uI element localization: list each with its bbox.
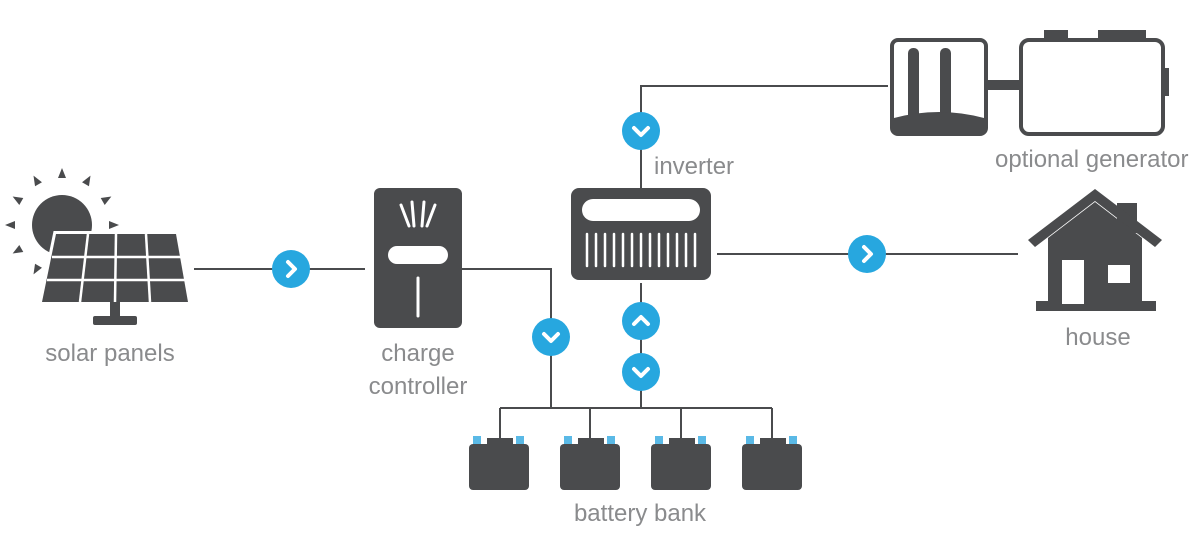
arrow-up-icon bbox=[622, 302, 660, 340]
house-icon bbox=[1028, 189, 1162, 311]
solar-panel-icon bbox=[38, 231, 192, 325]
charge-controller-icon bbox=[374, 188, 462, 328]
arrow-right-icon bbox=[272, 250, 310, 288]
charge-controller-label-line2: controller bbox=[368, 373, 468, 400]
house-label: house bbox=[1065, 324, 1131, 351]
arrow-right-icon bbox=[848, 235, 886, 273]
battery-icon bbox=[651, 436, 711, 490]
generator-icon bbox=[890, 30, 1169, 136]
wire-generator-to-inverter bbox=[640, 85, 888, 188]
inverter-label: inverter bbox=[654, 153, 735, 180]
battery-bank bbox=[469, 436, 802, 490]
battery-bank-label: battery bank bbox=[573, 500, 707, 527]
charge-controller-label-line1: charge bbox=[381, 340, 455, 367]
battery-icon bbox=[469, 436, 529, 490]
wire-controller-to-batteries bbox=[462, 268, 552, 408]
inverter-icon bbox=[571, 188, 711, 280]
arrow-down-icon bbox=[532, 318, 570, 356]
battery-icon bbox=[742, 436, 802, 490]
battery-icon bbox=[560, 436, 620, 490]
arrow-down-icon bbox=[622, 112, 660, 150]
optional-generator-label: optional generator bbox=[995, 146, 1189, 173]
solar-panels-label: solar panels bbox=[45, 340, 175, 367]
arrow-down-icon bbox=[622, 353, 660, 391]
